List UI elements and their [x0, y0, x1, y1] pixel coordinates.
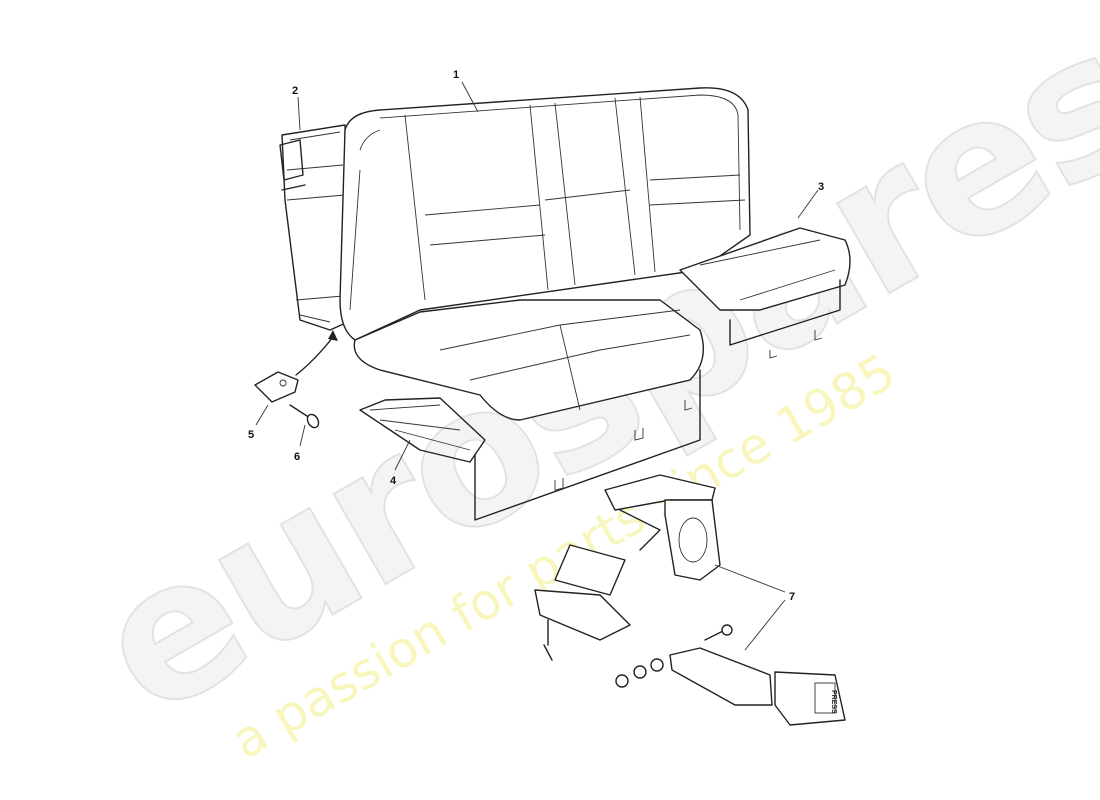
seat-belt-retractor	[534, 474, 721, 661]
bracket-and-screw	[254, 330, 338, 429]
callouts: 1 2 3 4 5 6 7	[248, 69, 824, 603]
callout-5: 5	[248, 429, 254, 441]
callout-2: 2	[292, 85, 298, 97]
seat-belt-buckle: PRESS	[615, 624, 846, 726]
seat-back-frame	[279, 124, 349, 331]
rear-seat-cushion	[353, 227, 851, 521]
callout-1: 1	[453, 69, 459, 81]
callout-7: 7	[789, 591, 795, 603]
buckle-press-label: PRESS	[830, 690, 837, 714]
callout-3: 3	[818, 181, 824, 193]
leader-lines	[255, 81, 819, 651]
rear-seat-backrest	[339, 87, 751, 341]
seat-pan	[359, 397, 486, 463]
callout-6: 6	[294, 451, 300, 463]
callout-4: 4	[390, 475, 397, 487]
